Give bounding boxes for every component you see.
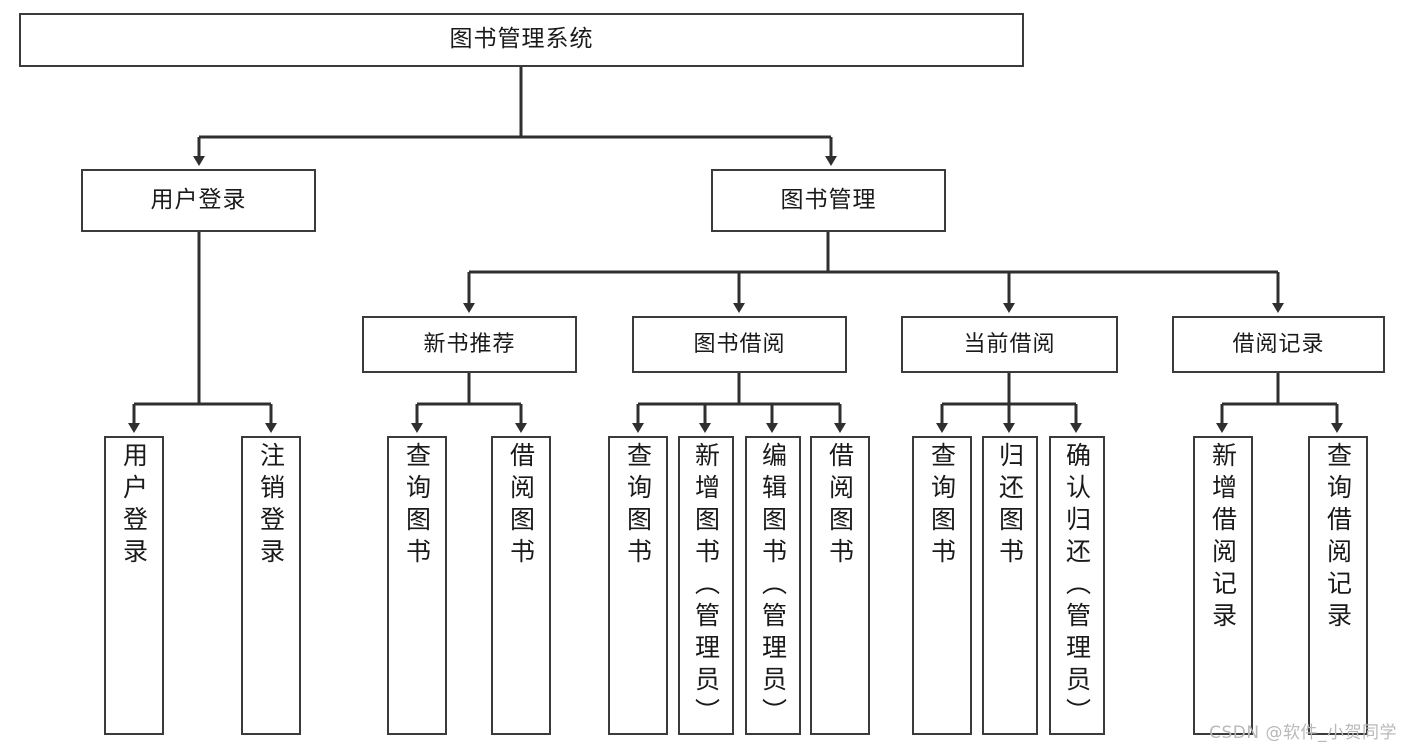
- node-label: 新增图书（管理员）: [691, 442, 721, 730]
- node-label: 图书管理系统: [449, 26, 594, 53]
- node-label: 查询借阅记录: [1323, 442, 1353, 634]
- node-label: 图书管理: [780, 186, 877, 213]
- node-book-management[interactable]: 图书管理: [711, 169, 946, 232]
- leaf-borrow-book-recommend[interactable]: 借阅图书: [491, 436, 551, 735]
- node-user-login[interactable]: 用户登录: [81, 169, 316, 232]
- node-label: 查询图书: [623, 442, 653, 570]
- node-label: 编辑图书（管理员）: [758, 442, 788, 730]
- node-label: 确认归还（管理员）: [1062, 442, 1092, 730]
- node-label: 新增借阅记录: [1208, 442, 1238, 634]
- node-label: 图书借阅: [693, 331, 786, 357]
- node-label: 新书推荐: [423, 331, 516, 357]
- leaf-edit-book-admin[interactable]: 编辑图书（管理员）: [745, 436, 801, 735]
- node-label: 注销登录: [256, 442, 286, 570]
- node-book-borrowing[interactable]: 图书借阅: [632, 316, 847, 373]
- leaf-borrow-book[interactable]: 借阅图书: [810, 436, 870, 735]
- node-new-book-recommendation[interactable]: 新书推荐: [362, 316, 577, 373]
- node-label: 用户登录: [150, 186, 247, 213]
- leaf-return-book[interactable]: 归还图书: [982, 436, 1038, 735]
- leaf-add-borrow-record[interactable]: 新增借阅记录: [1193, 436, 1253, 735]
- leaf-query-book-borrow[interactable]: 查询图书: [608, 436, 668, 735]
- node-current-borrowing[interactable]: 当前借阅: [901, 316, 1118, 373]
- leaf-user-login[interactable]: 用户登录: [104, 436, 164, 735]
- node-label: 用户登录: [119, 442, 149, 570]
- leaf-confirm-return-admin[interactable]: 确认归还（管理员）: [1049, 436, 1105, 735]
- node-label: 借阅记录: [1232, 331, 1325, 357]
- node-borrowing-record[interactable]: 借阅记录: [1172, 316, 1385, 373]
- node-label: 借阅图书: [506, 442, 536, 570]
- leaf-logout[interactable]: 注销登录: [241, 436, 301, 735]
- leaf-query-book-recommend[interactable]: 查询图书: [387, 436, 447, 735]
- leaf-add-book-admin[interactable]: 新增图书（管理员）: [678, 436, 734, 735]
- node-root-book-management-system[interactable]: 图书管理系统: [19, 13, 1024, 67]
- leaf-query-borrow-record[interactable]: 查询借阅记录: [1308, 436, 1368, 735]
- leaf-query-book-current[interactable]: 查询图书: [912, 436, 972, 735]
- node-label: 查询图书: [927, 442, 957, 570]
- node-label: 归还图书: [995, 442, 1025, 570]
- node-label: 当前借阅: [963, 331, 1056, 357]
- node-label: 查询图书: [402, 442, 432, 570]
- node-label: 借阅图书: [825, 442, 855, 570]
- csdn-watermark: CSDN @软件_小贺同学: [1209, 723, 1397, 743]
